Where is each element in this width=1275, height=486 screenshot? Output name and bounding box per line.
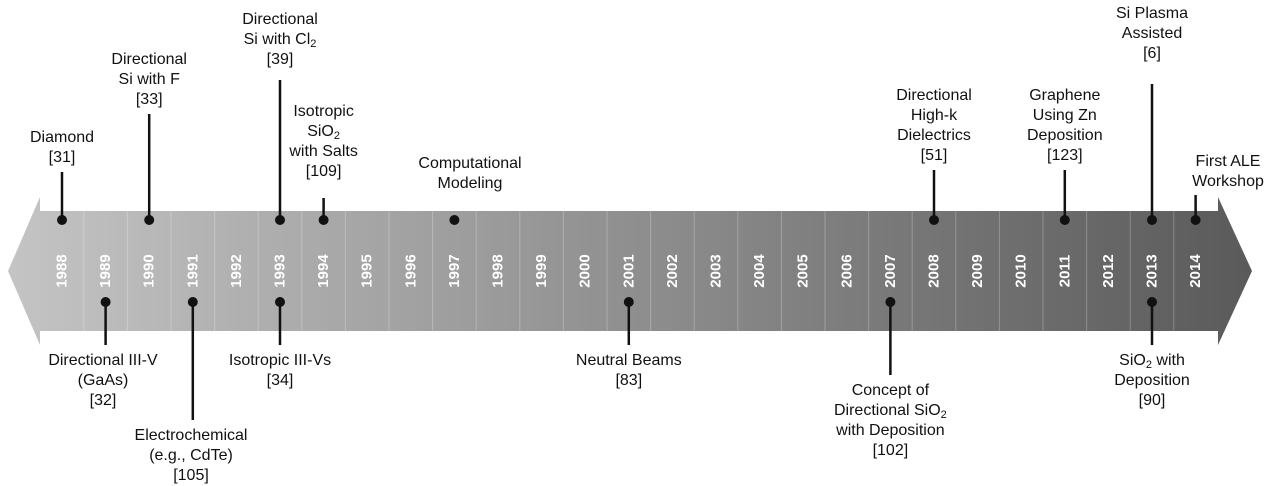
event-label-line: [32] xyxy=(89,392,117,409)
event-label-line: Deposition xyxy=(1114,372,1190,389)
event-label-diamond: Diamond [31] xyxy=(30,128,94,168)
year-label-1988: 1988 xyxy=(54,254,71,287)
event-label-isotropic-iii-vs: Isotropic III-Vs [34] xyxy=(229,351,331,391)
event-label-line: Directional SiO2 xyxy=(833,402,947,421)
event-label-line: [33] xyxy=(135,91,163,108)
event-label-si-cl2: Directional Si with Cl2[39] xyxy=(242,10,318,70)
event-label-line: Directional xyxy=(111,51,187,68)
event-label-line: Electrochemical xyxy=(134,427,248,444)
event-label-line: Si with Cl2 xyxy=(243,31,317,50)
year-label-2004: 2004 xyxy=(751,254,768,288)
year-label-2006: 2006 xyxy=(838,254,855,287)
event-label-line: Using Zn xyxy=(1032,107,1097,124)
event-label-line: First ALE xyxy=(1195,153,1261,170)
event-label-line: Directional xyxy=(242,11,318,28)
year-label-2001: 2001 xyxy=(620,254,637,287)
event-label-line: (e.g., CdTe) xyxy=(149,447,233,464)
year-label-1995: 1995 xyxy=(359,254,376,287)
event-label-line: Workshop xyxy=(1192,173,1264,190)
year-labels: 1988 1989 1990 1991 1992 1993 1994 1995 1996 1997… xyxy=(54,254,1205,288)
event-label-line: Isotropic III-Vs xyxy=(228,352,332,369)
event-label-ale-workshop: First ALE Workshop xyxy=(1192,152,1264,192)
event-label-electrochemical: Electrochemical (e.g., CdTe) [105] xyxy=(135,426,248,486)
event-label-line: Isotropic xyxy=(293,103,354,120)
event-label-line: Neutral Beams xyxy=(575,352,682,369)
event-label-line: [90] xyxy=(1138,392,1166,409)
event-label-line: [51] xyxy=(920,147,948,164)
event-label-line: Graphene xyxy=(1029,87,1101,104)
year-label-2011: 2011 xyxy=(1056,255,1073,288)
year-label-2009: 2009 xyxy=(969,254,986,287)
event-label-line: with Deposition xyxy=(836,422,945,439)
event-label-neutral-beams: Neutral Beams [83] xyxy=(576,351,682,391)
event-label-line: [105] xyxy=(173,467,209,484)
year-label-2005: 2005 xyxy=(795,254,812,287)
event-stems xyxy=(57,80,1201,420)
year-label-1990: 1990 xyxy=(141,254,158,287)
event-label-line: [31] xyxy=(48,149,76,166)
year-label-1992: 1992 xyxy=(228,254,245,287)
year-label-2012: 2012 xyxy=(1100,254,1117,287)
event-label-line: Computational xyxy=(418,155,522,172)
event-label-si-f: Directional Si with F [33] xyxy=(111,50,187,110)
year-label-2008: 2008 xyxy=(926,254,943,287)
year-label-1996: 1996 xyxy=(402,254,419,287)
event-label-line: with Salts xyxy=(289,143,358,160)
event-label-line: [123] xyxy=(1046,147,1083,164)
event-label-line: [39] xyxy=(266,51,294,68)
year-label-2000: 2000 xyxy=(577,254,594,287)
event-marker-computational xyxy=(449,215,460,225)
event-label-line: Assisted xyxy=(1121,25,1183,42)
year-label-2014: 2014 xyxy=(1187,254,1204,288)
event-label-line: [109] xyxy=(305,163,342,180)
timeline-band xyxy=(8,197,1252,345)
year-label-1994: 1994 xyxy=(315,254,332,288)
year-label-1998: 1998 xyxy=(490,254,507,287)
event-label-line: Diamond xyxy=(29,129,95,146)
event-label-line: SiO2 with xyxy=(1119,352,1185,371)
event-label-line: Dielectrics xyxy=(897,127,971,144)
year-label-1999: 1999 xyxy=(533,254,550,287)
event-label-line: Directional III-V xyxy=(48,352,158,369)
year-label-2003: 2003 xyxy=(708,254,725,287)
event-label-line: [102] xyxy=(872,442,909,459)
event-label-line: Modeling xyxy=(437,175,503,192)
event-label-line: SiO2 xyxy=(307,123,340,142)
year-dividers xyxy=(83,211,1175,331)
year-label-1991: 1991 xyxy=(184,254,201,287)
year-label-2007: 2007 xyxy=(882,254,899,287)
event-label-line: [6] xyxy=(1143,45,1161,62)
event-label-line: Concept of xyxy=(851,382,930,399)
year-label-2002: 2002 xyxy=(664,254,681,287)
event-label-line: [34] xyxy=(266,372,294,389)
year-label-1993: 1993 xyxy=(272,254,289,287)
year-label-1997: 1997 xyxy=(446,254,463,287)
event-label-line: (GaAs) xyxy=(77,372,129,389)
event-label-line: [83] xyxy=(615,372,643,389)
event-label-line: Si with F xyxy=(118,71,180,88)
event-label-line: Deposition xyxy=(1026,127,1103,144)
event-label-line: Si Plasma xyxy=(1115,5,1189,22)
year-label-1989: 1989 xyxy=(97,254,114,287)
event-label-iii-v: Directional III-V (GaAs) [32] xyxy=(48,351,157,411)
year-label-2013: 2013 xyxy=(1144,254,1161,287)
event-label-line: Directional xyxy=(896,87,972,104)
event-label-line: High-k xyxy=(910,107,958,124)
year-label-2010: 2010 xyxy=(1013,254,1030,287)
